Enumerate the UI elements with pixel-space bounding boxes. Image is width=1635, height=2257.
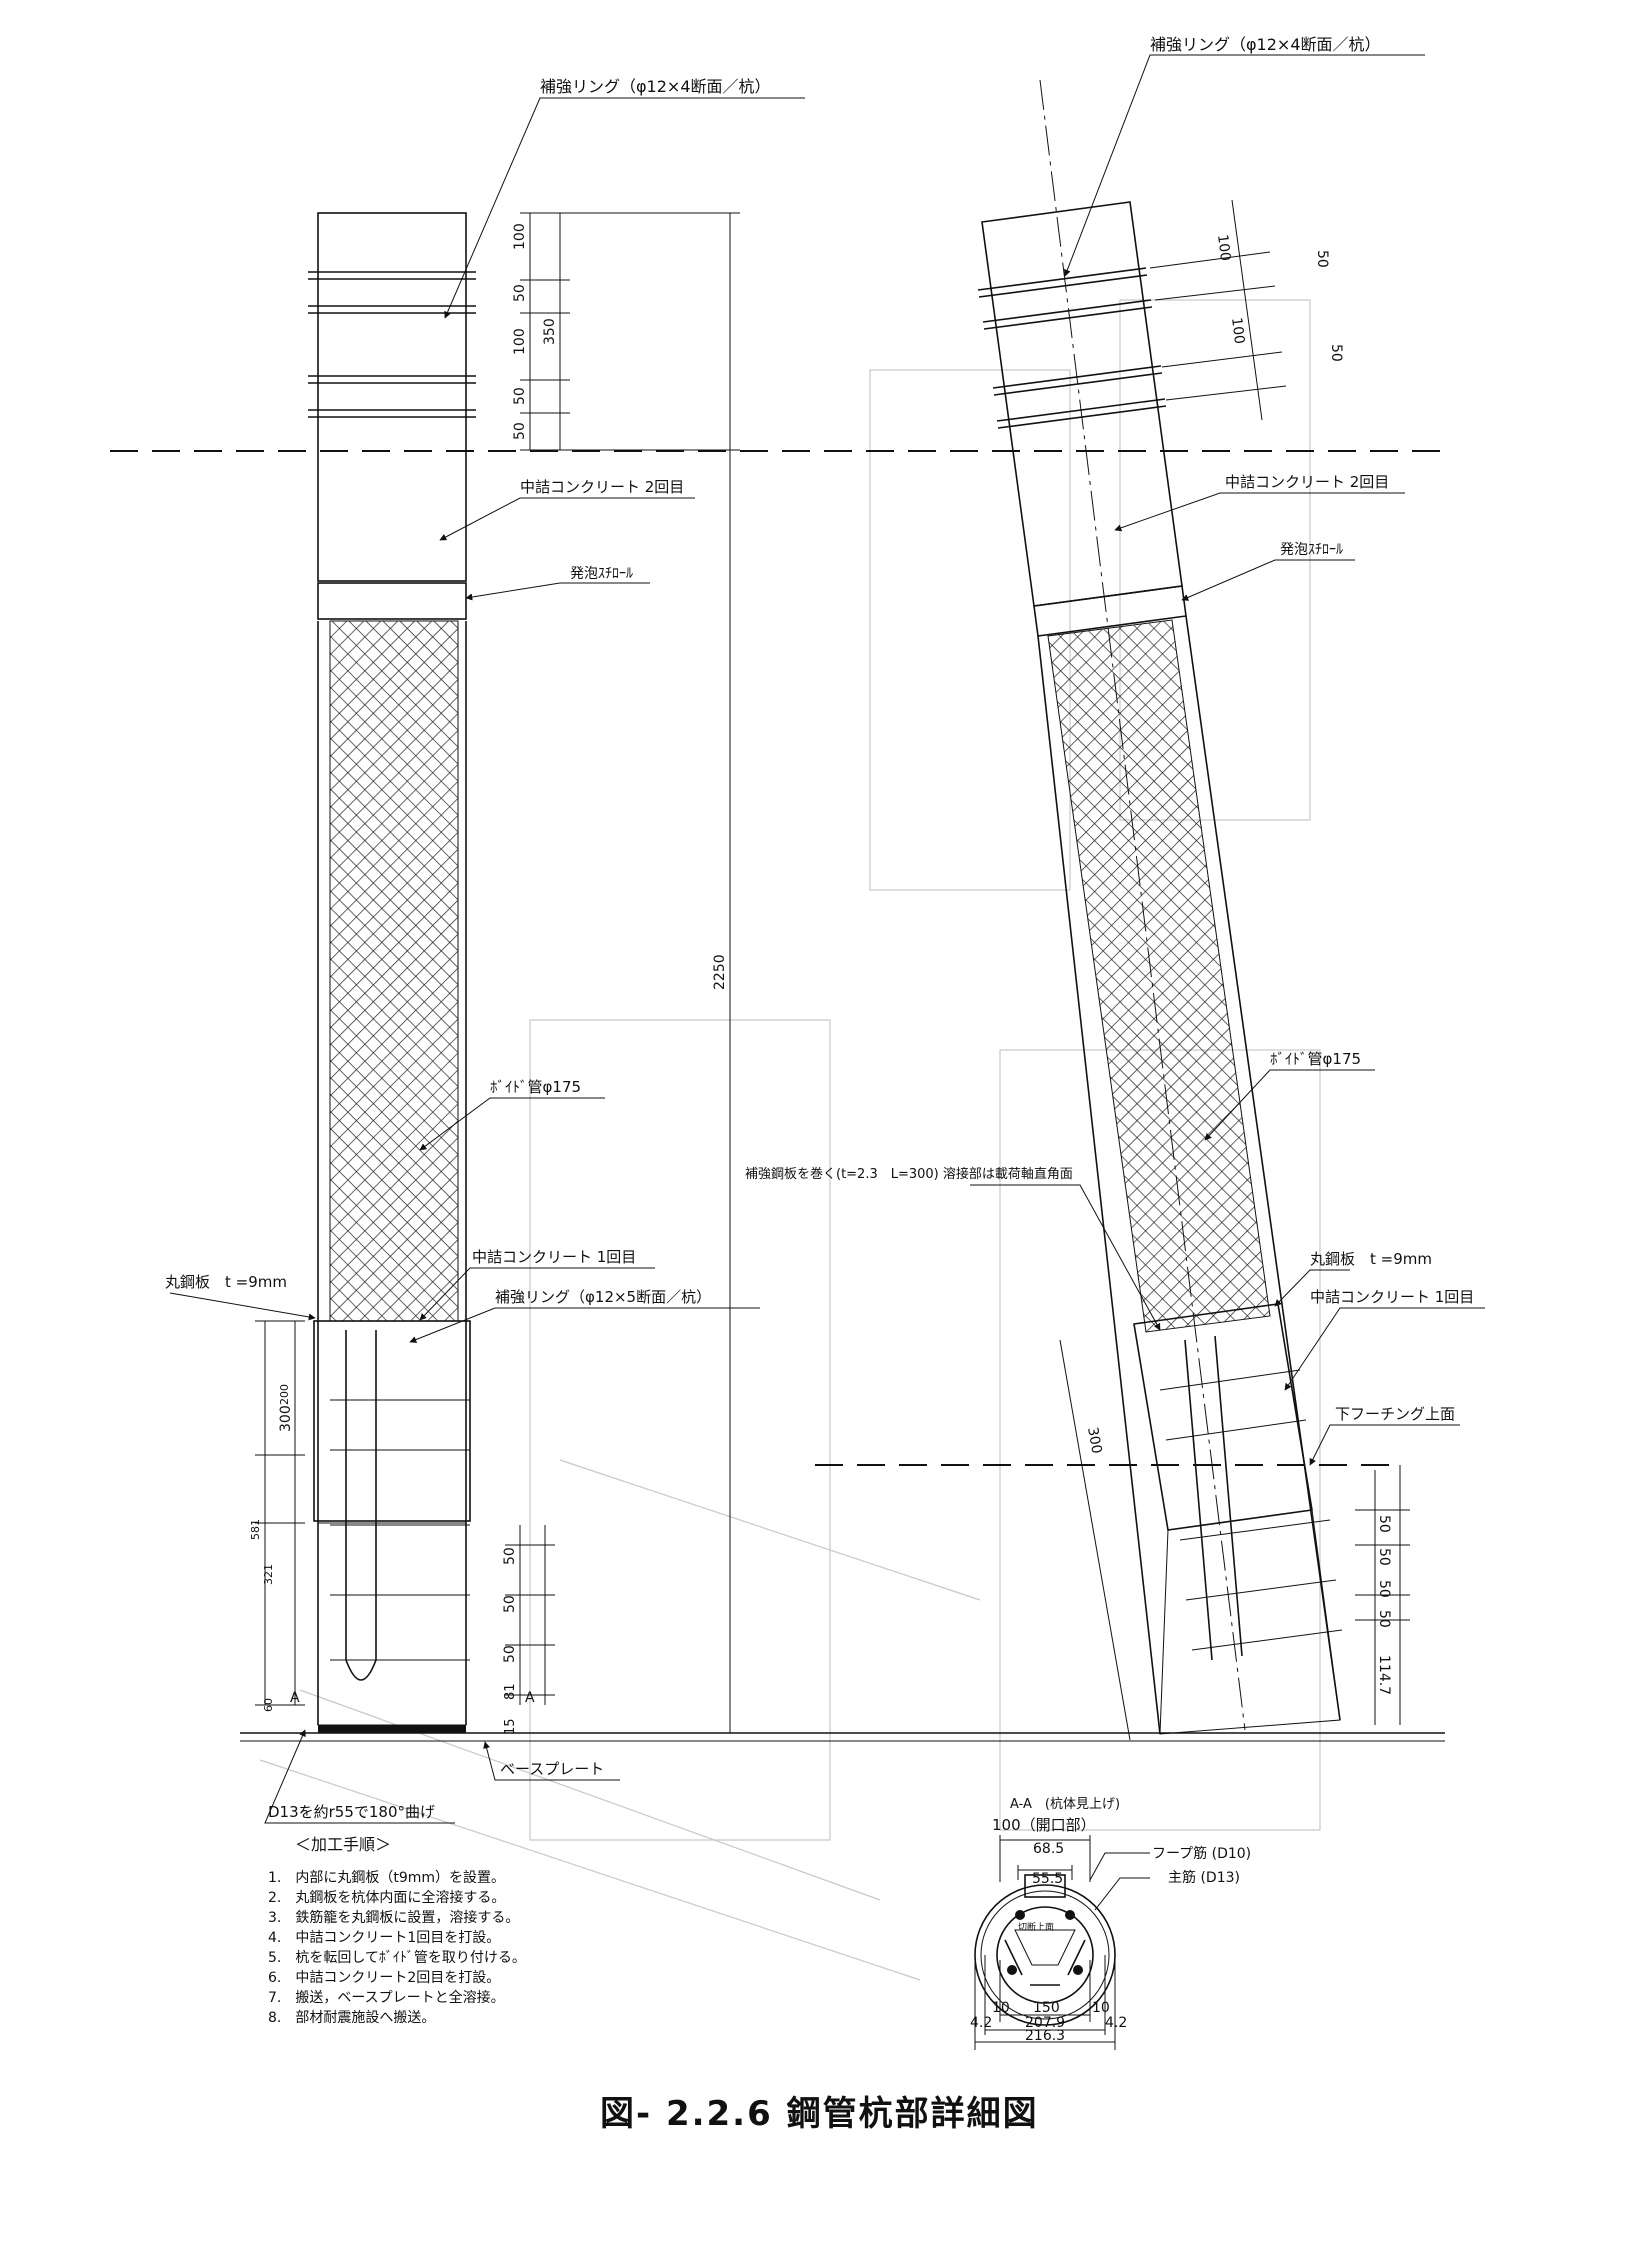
right-pile	[977, 79, 1343, 1735]
section-title: A-A (杭体見上げ)	[1010, 1797, 1120, 1812]
dim-right-50a: 50	[1314, 250, 1330, 268]
label-right-styrofoam: 発泡ｽﾁﾛｰﾙ	[1280, 542, 1343, 558]
left-dimensions	[255, 212, 740, 1733]
dim-right-50c: 50	[1376, 1515, 1392, 1533]
section-a-a	[974, 1835, 1150, 2050]
left-dim-text: 100 50 100 50 50 350 2250 200 300 581 32…	[249, 223, 728, 1735]
right-pile-centerline	[1039, 79, 1246, 1731]
dim-right-100b: 100	[1228, 317, 1247, 345]
label-left-concrete-1: 中詰コンクリート 1回目	[472, 1248, 636, 1266]
dim-right-50d: 50	[1376, 1548, 1392, 1566]
note-item: 1. 内部に丸鋼板（t9mm）を設置。	[268, 1870, 505, 1886]
section-w150: 150	[1033, 2000, 1060, 2016]
dim-left-50d: 50	[502, 1547, 518, 1565]
section-open: 100（開口部）	[992, 1816, 1096, 1834]
dim-left-350: 350	[542, 318, 558, 345]
section-d42a: 4.2	[970, 2015, 992, 2031]
label-left-styrofoam: 発泡ｽﾁﾛｰﾙ	[570, 566, 633, 582]
section-w555: 55.5	[1032, 1871, 1063, 1887]
section-w685: 68.5	[1033, 1841, 1064, 1857]
label-left-concrete-2: 中詰コンクリート 2回目	[520, 478, 684, 496]
label-left-ring-top: 補強リング（φ12×4断面／杭）	[540, 77, 771, 96]
section-w2079: 207.9	[1025, 2015, 1065, 2031]
note-item: 3. 鉄筋籠を丸鋼板に設置，溶接する。	[268, 1909, 519, 1926]
note-item: 5. 杭を転回してﾎﾞｲﾄﾞ管を取り付ける。	[268, 1950, 526, 1966]
section-d10b: 10	[1092, 2000, 1110, 2016]
note-item: 8. 部材耐震施設へ搬送。	[268, 2010, 435, 2026]
note-item: 7. 搬送，ベースプレートと全溶接。	[268, 1989, 505, 2006]
left-pile	[308, 212, 476, 1733]
label-footing-top: 下フーチング上面	[1335, 1405, 1455, 1423]
dim-left-300: 300	[278, 1405, 294, 1432]
label-left-ring-bottom: 補強リング（φ12×5断面／杭）	[495, 1288, 711, 1306]
section-mark-right-a: A	[525, 1690, 535, 1706]
dim-left-100a: 100	[512, 223, 528, 250]
section-d10a: 10	[992, 2000, 1010, 2016]
section-hoop: フープ筋 (D10)	[1152, 1845, 1251, 1862]
section-main: 主筋 (D13)	[1168, 1869, 1240, 1886]
right-dim-text: 100 50 100 50 300 50 50 50 50 114.7	[1084, 234, 1392, 1696]
leaders	[169, 54, 1485, 1824]
dim-left-100b: 100	[512, 328, 528, 355]
label-left-round-plate: 丸鋼板 t =9mm	[165, 1273, 287, 1291]
dim-left-50b: 50	[512, 387, 528, 405]
right-top-rings	[977, 267, 1167, 429]
figure-caption: 図- 2.2.6 鋼管杭部詳細図	[600, 2094, 1039, 2134]
dim-left-200: 200	[278, 1384, 291, 1405]
dim-left-50c: 50	[512, 422, 528, 440]
section-mark-left-a: A	[290, 1690, 300, 1706]
dim-left-50a: 50	[512, 284, 528, 302]
left-top-rings	[308, 271, 476, 418]
note-item: 4. 中詰コンクリート1回目を打設。	[268, 1929, 500, 1946]
left-rebar-cage	[330, 1330, 470, 1681]
label-right-concrete-2: 中詰コンクリート 2回目	[1225, 473, 1389, 491]
note-item: 2. 丸鋼板を杭体内面に全溶接する。	[268, 1889, 505, 1906]
dim-left-321: 321	[262, 1564, 275, 1585]
label-right-void-pipe: ﾎﾞｲﾄﾞ管φ175	[1270, 1050, 1361, 1068]
dim-left-2250: 2250	[712, 954, 728, 990]
dim-right-300: 300	[1084, 1426, 1104, 1455]
right-rebar	[1159, 1335, 1343, 1661]
note-item: 6. 中詰コンクリート2回目を打設。	[268, 1969, 500, 1986]
section-inner: 切断上面	[1018, 1921, 1054, 1933]
label-base-plate: ベースプレート	[500, 1760, 604, 1778]
dim-right-100a: 100	[1214, 234, 1233, 262]
dim-left-60: 60	[262, 1698, 275, 1712]
dim-right-50b: 50	[1328, 344, 1344, 362]
right-dimensions	[1059, 199, 1410, 1741]
dim-left-581: 581	[249, 1519, 262, 1540]
label-rebar-bend: D13を約r55で180°曲げ	[268, 1803, 435, 1821]
label-right-ring-top: 補強リング（φ12×4断面／杭）	[1150, 35, 1381, 54]
section-w2163: 216.3	[1025, 2028, 1065, 2044]
label-left-void-pipe: ﾎﾞｲﾄﾞ管φ175	[490, 1078, 581, 1096]
dim-left-50e: 50	[502, 1595, 518, 1613]
dim-right-114: 114.7	[1376, 1655, 1392, 1695]
dim-left-15: 15	[503, 1718, 518, 1735]
label-right-round-plate: 丸鋼板 t =9mm	[1310, 1250, 1432, 1268]
dim-left-50f: 50	[502, 1645, 518, 1663]
section-d42b: 4.2	[1105, 2015, 1127, 2031]
dim-right-50e: 50	[1376, 1580, 1392, 1598]
dim-right-50f: 50	[1376, 1610, 1392, 1628]
label-right-wrap-plate: 補強鋼板を巻く(t=2.3 L=300) 溶接部は載荷軸直角面	[745, 1166, 1073, 1182]
label-right-concrete-1: 中詰コンクリート 1回目	[1310, 1288, 1474, 1306]
dim-left-81: 81	[503, 1683, 518, 1700]
notes-title: ＜加工手順＞	[295, 1835, 391, 1854]
processing-notes: ＜加工手順＞ 1. 内部に丸鋼板（t9mm）を設置。 2. 丸鋼板を杭体内面に全…	[268, 1835, 526, 2026]
